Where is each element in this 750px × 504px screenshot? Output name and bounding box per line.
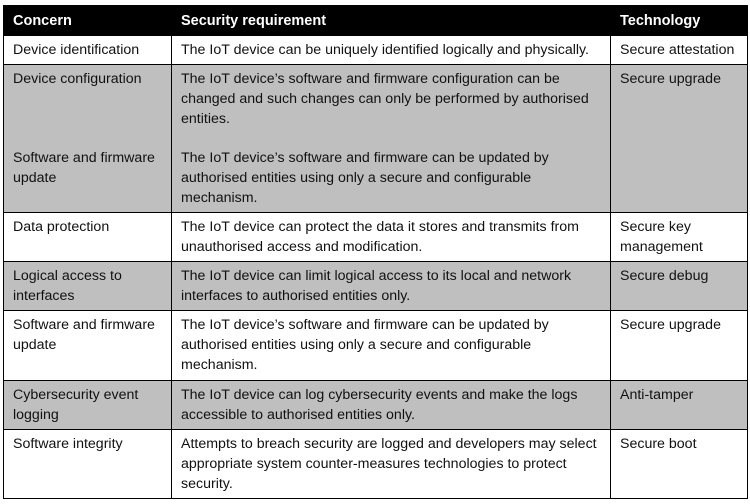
table-row: Data protection The IoT device can prote…: [3, 211, 748, 262]
requirement-cell: The IoT device’s software and firmware c…: [171, 143, 611, 213]
concern-cell: Software and firmware update: [3, 309, 172, 381]
header-row: Concern Security requirement Technology: [3, 5, 748, 36]
requirement-cell: The IoT device can be uniquely identifie…: [171, 35, 611, 65]
technology-cell: Secure attestation: [610, 35, 748, 65]
concern-cell: Device identification: [3, 35, 172, 65]
technology-cell: Anti-tamper: [610, 379, 748, 430]
table-row: Logical access to interfaces The IoT dev…: [3, 260, 748, 311]
table-row: Software and firmware update The IoT dev…: [3, 309, 748, 381]
header-security-requirement: Security requirement: [171, 5, 611, 36]
concern-cell: Software integrity: [3, 428, 172, 499]
requirement-cell: The IoT device can limit logical access …: [171, 260, 611, 311]
requirement-cell: The IoT device’s software and firmware c…: [171, 64, 611, 144]
technology-cell: Secure upgrade: [610, 64, 748, 144]
requirement-cell: The IoT device can protect the data it s…: [171, 211, 611, 262]
security-requirements-table: Concern Security requirement Technology …: [3, 5, 748, 499]
concern-cell: Data protection: [3, 211, 172, 262]
concern-cell: Software and firmware update: [3, 143, 172, 213]
header-technology: Technology: [610, 5, 748, 36]
requirement-cell: Attempts to breach security are logged a…: [171, 428, 611, 499]
concern-cell: Device configuration: [3, 64, 172, 144]
requirement-cell: The IoT device can log cybersecurity eve…: [171, 379, 611, 430]
technology-cell: Secure debug: [610, 260, 748, 311]
table-row: Device identification The IoT device can…: [3, 35, 748, 65]
table-row: Device configuration The IoT device’s so…: [3, 64, 748, 144]
technology-cell: Secure upgrade: [610, 309, 748, 381]
header-concern: Concern: [3, 5, 172, 36]
table-row: Software integrity Attempts to breach se…: [3, 428, 748, 499]
requirement-cell: The IoT device’s software and firmware c…: [171, 309, 611, 381]
concern-cell: Logical access to interfaces: [3, 260, 172, 311]
technology-cell: [610, 143, 748, 213]
technology-cell: Secure key management: [610, 211, 748, 262]
concern-cell: Cybersecurity event logging: [3, 379, 172, 430]
technology-cell: Secure boot: [610, 428, 748, 499]
table-row: Software and firmware update The IoT dev…: [3, 143, 748, 213]
table-row: Cybersecurity event logging The IoT devi…: [3, 379, 748, 430]
